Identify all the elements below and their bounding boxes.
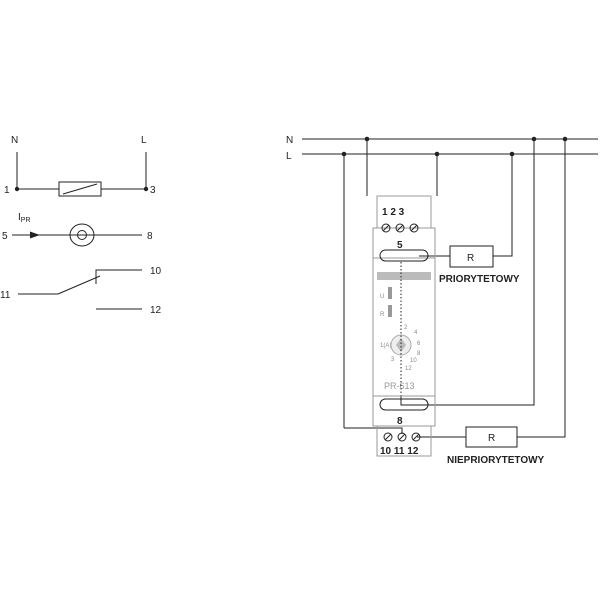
device-top-terminal-block: [376, 195, 432, 228]
knob-tick-8: 8: [417, 351, 421, 357]
knob-tick-4: 4: [414, 330, 418, 336]
ct-window-lower: [379, 398, 429, 411]
wiring-n-label: N: [286, 135, 293, 146]
wire-nonprio-n: [517, 139, 566, 438]
relay-device: 1 2 3 5 U R 2 4 6 8 10 12 1(A) 3 PR-613: [372, 195, 436, 457]
knob-tick-12: 12: [405, 366, 412, 372]
knob-tick-1a: 1(A): [380, 343, 391, 349]
led-r-icon: [388, 305, 392, 317]
wire-t11: [344, 427, 403, 434]
current-transformer-inner: [77, 230, 87, 240]
receiver-priority: [449, 245, 494, 268]
led-r-label: R: [380, 312, 385, 318]
receiver-priority-r: R: [467, 253, 474, 264]
wiring-diagram: N L 1 2 3 5: [286, 135, 598, 466]
priority-label: PRIORYTETOWY: [439, 274, 520, 285]
device-lower-section: [372, 395, 436, 427]
nonpriority-label: NIEPRIORYTETOWY: [447, 455, 545, 466]
top-terminal-labels: 1 2 3: [382, 207, 405, 218]
wire-n-to-t8: [400, 139, 535, 406]
wiring-l-label: L: [286, 151, 292, 162]
ipr-label: IPR: [18, 212, 31, 224]
symbol-t5: 5: [2, 231, 8, 242]
knob-tick-10: 10: [410, 358, 417, 364]
coil-slash: [62, 183, 98, 195]
symbol-t10: 10: [150, 266, 162, 277]
knob-tick-3: 3: [391, 357, 395, 363]
wire-prio-l: [493, 154, 513, 257]
symbol-n-label: N: [11, 135, 18, 146]
symbol-t3: 3: [150, 185, 156, 196]
symbol-t1: 1: [4, 185, 10, 196]
bottom-terminal-labels: 10 11 12: [380, 446, 419, 457]
terminal-5-label: 5: [397, 240, 403, 251]
terminal-screw-10: [383, 432, 393, 442]
receiver-nonpriority: [465, 426, 518, 448]
terminal-screw-11: [397, 432, 407, 442]
ct-window-upper: [379, 249, 429, 262]
terminal-screw-1: [381, 223, 391, 233]
contact-arm: [57, 275, 101, 295]
led-u-label: U: [380, 294, 384, 300]
terminal-3-dot: [143, 186, 149, 192]
current-transformer-outer: [69, 223, 95, 247]
symbol-t11: 11: [0, 290, 11, 301]
symbol-l-label: L: [141, 135, 147, 146]
brand-strip: [377, 272, 431, 280]
setting-knob[interactable]: [390, 334, 412, 356]
terminal-screw-12: [411, 432, 421, 442]
current-arrow-icon: [30, 231, 40, 239]
symbol-t8: 8: [147, 231, 153, 242]
relay-coil: [58, 181, 102, 197]
terminal-screw-3: [409, 223, 419, 233]
device-upper-section: [372, 227, 436, 259]
symbol-t12: 12: [150, 305, 162, 316]
knob-tick-6: 6: [417, 341, 421, 347]
knob-pointer-icon: [396, 338, 406, 352]
receiver-nonpriority-r: R: [488, 433, 495, 444]
terminal-1-dot: [14, 186, 20, 192]
led-u-icon: [388, 287, 392, 299]
knob-tick-2: 2: [404, 325, 408, 331]
model-label: PR-613: [384, 381, 415, 391]
contact-no-wire: [95, 269, 142, 284]
terminal-8-label: 8: [397, 416, 403, 427]
terminal-screw-2: [395, 223, 405, 233]
relay-symbol: N L 1 3 IPR 5 8 10 11 12: [0, 135, 162, 316]
device-bottom-terminal-block: [376, 426, 432, 457]
